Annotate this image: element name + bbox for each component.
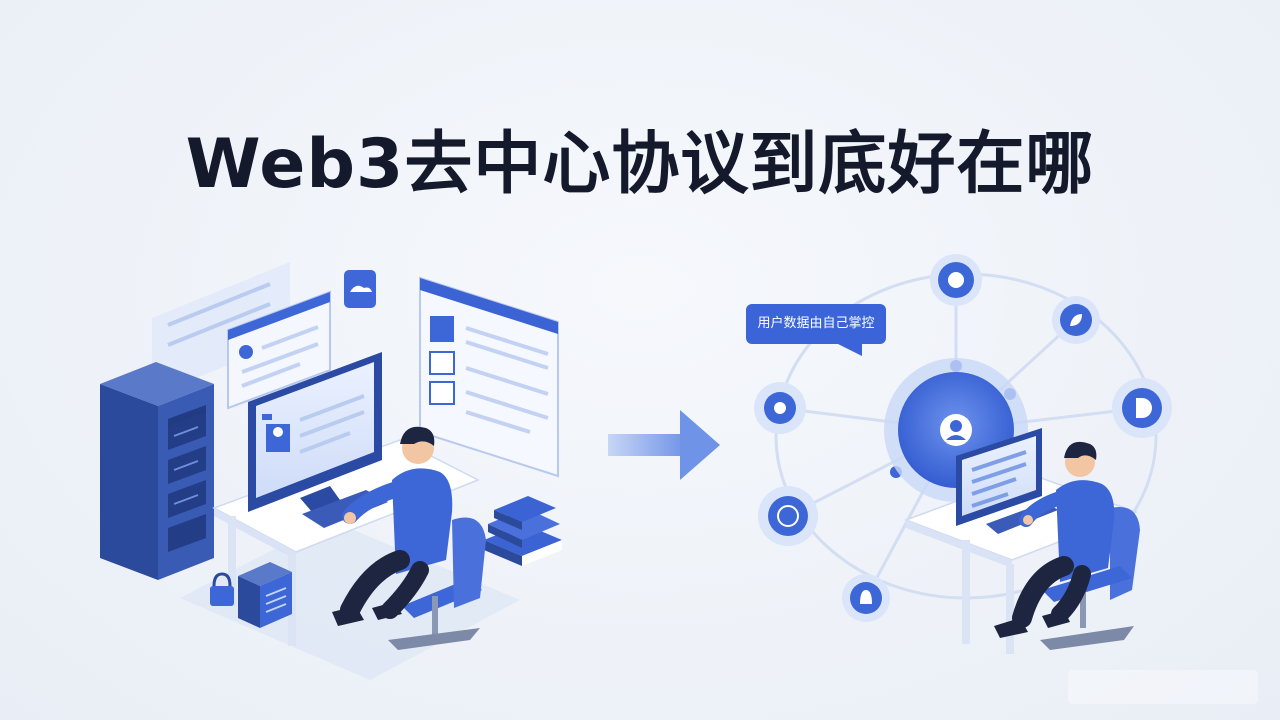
chair — [388, 517, 486, 650]
page-title: Web3去中心协议到底好在哪 — [185, 125, 1095, 204]
left-scene — [100, 262, 562, 680]
node-compass — [758, 486, 818, 546]
circle-icon — [774, 402, 786, 414]
status-icon — [239, 345, 253, 359]
speech-bubble-text: 用户数据由自己掌控 — [757, 316, 875, 331]
server-rack-icon — [100, 362, 214, 580]
person-right — [994, 441, 1115, 638]
node-shield-check — [930, 254, 982, 306]
right-scene — [746, 254, 1172, 654]
speech-bubble — [746, 304, 886, 356]
floating-window-left — [227, 290, 331, 410]
floating-panel-back — [152, 262, 290, 396]
compass-icon — [777, 505, 799, 527]
monitor-right-icon — [956, 428, 1058, 534]
app-icon-1 — [430, 316, 454, 342]
cpu-tower — [238, 562, 292, 628]
padlock-icon — [210, 572, 234, 606]
arrow-right-icon — [608, 410, 720, 480]
app-icon-2 — [429, 351, 455, 375]
floating-dashboard-window — [419, 276, 559, 478]
node-d — [1112, 378, 1172, 438]
node-circle — [754, 382, 806, 434]
person-left — [332, 426, 453, 626]
bell-icon — [860, 590, 872, 604]
app-icon-3 — [429, 381, 455, 405]
node-bell — [842, 574, 890, 622]
cloud-badge — [344, 270, 376, 308]
leaf-icon — [1070, 314, 1082, 326]
node-leaf — [1052, 296, 1100, 344]
shield-check-icon — [948, 272, 964, 288]
d-icon — [1136, 398, 1152, 418]
document-stack-icon — [484, 496, 562, 566]
cloud-icon — [350, 285, 372, 292]
watermark — [1068, 670, 1258, 704]
monitor-icon — [248, 352, 382, 512]
